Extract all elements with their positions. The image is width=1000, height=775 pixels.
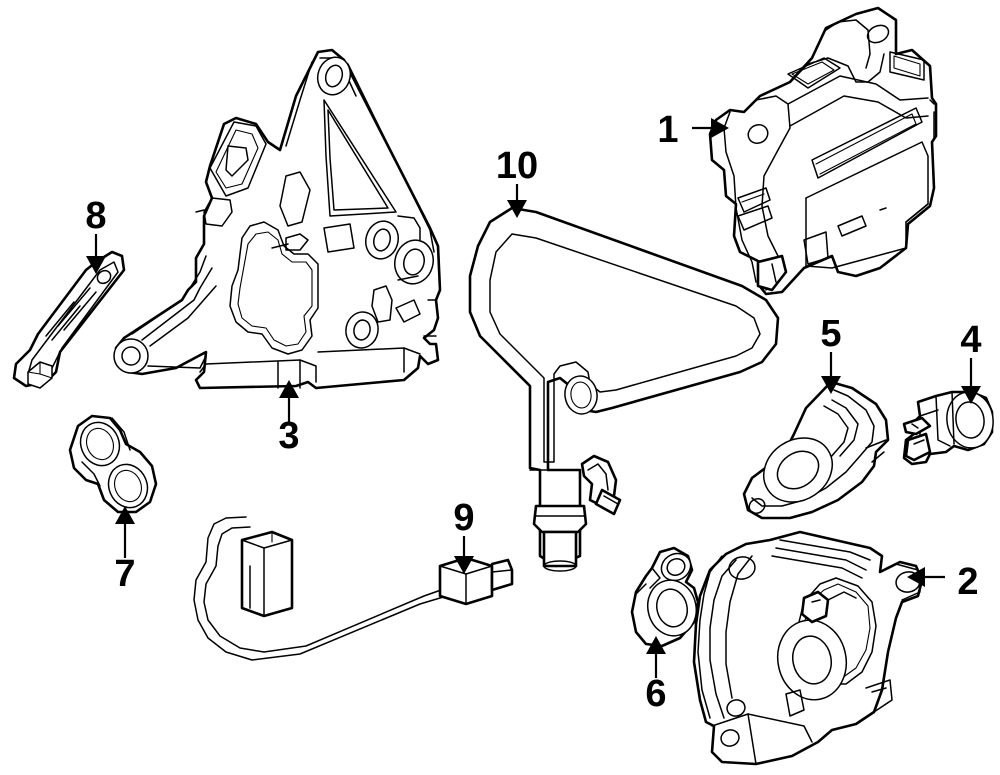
leader-10: [507, 184, 527, 218]
callout-label-4[interactable]: 4: [960, 319, 981, 361]
leader-4: [961, 358, 981, 404]
leader-1: [692, 118, 729, 138]
part-4-bushing-bracket[interactable]: [902, 389, 997, 466]
callout-label-9[interactable]: 9: [453, 497, 474, 539]
part-9-wiring-harness[interactable]: [193, 516, 514, 661]
part-2-actuator-housing[interactable]: [692, 530, 924, 766]
leader-5: [821, 352, 841, 394]
part-10-coolant-hose[interactable]: [468, 206, 780, 572]
callout-label-5[interactable]: 5: [820, 313, 841, 355]
leader-3: [279, 380, 299, 422]
callout-label-7[interactable]: 7: [114, 553, 135, 595]
leader-8: [86, 234, 106, 274]
callout-numbers: 1 2 3 4 5 6 7 8 9 10: [85, 109, 981, 715]
callout-label-2[interactable]: 2: [957, 561, 978, 603]
callout-label-8[interactable]: 8: [85, 195, 106, 237]
callout-label-1[interactable]: 1: [657, 109, 678, 151]
callout-label-6[interactable]: 6: [645, 673, 666, 715]
part-3-triangular-bracket[interactable]: [113, 48, 442, 390]
leader-7: [115, 506, 135, 558]
callout-label-3[interactable]: 3: [278, 415, 299, 457]
callout-leaders: [86, 118, 981, 678]
callout-label-10[interactable]: 10: [496, 145, 538, 187]
part-7-elbow-connector[interactable]: [68, 414, 158, 514]
part-1-control-module[interactable]: [708, 6, 938, 296]
part-6-grommet-bushing[interactable]: [630, 546, 702, 648]
part-5-bushing-mount-arm[interactable]: [742, 380, 890, 520]
leader-6: [646, 636, 666, 678]
part-8-link-strut[interactable]: [12, 250, 126, 389]
leader-2: [907, 567, 945, 587]
leader-9: [454, 536, 474, 574]
